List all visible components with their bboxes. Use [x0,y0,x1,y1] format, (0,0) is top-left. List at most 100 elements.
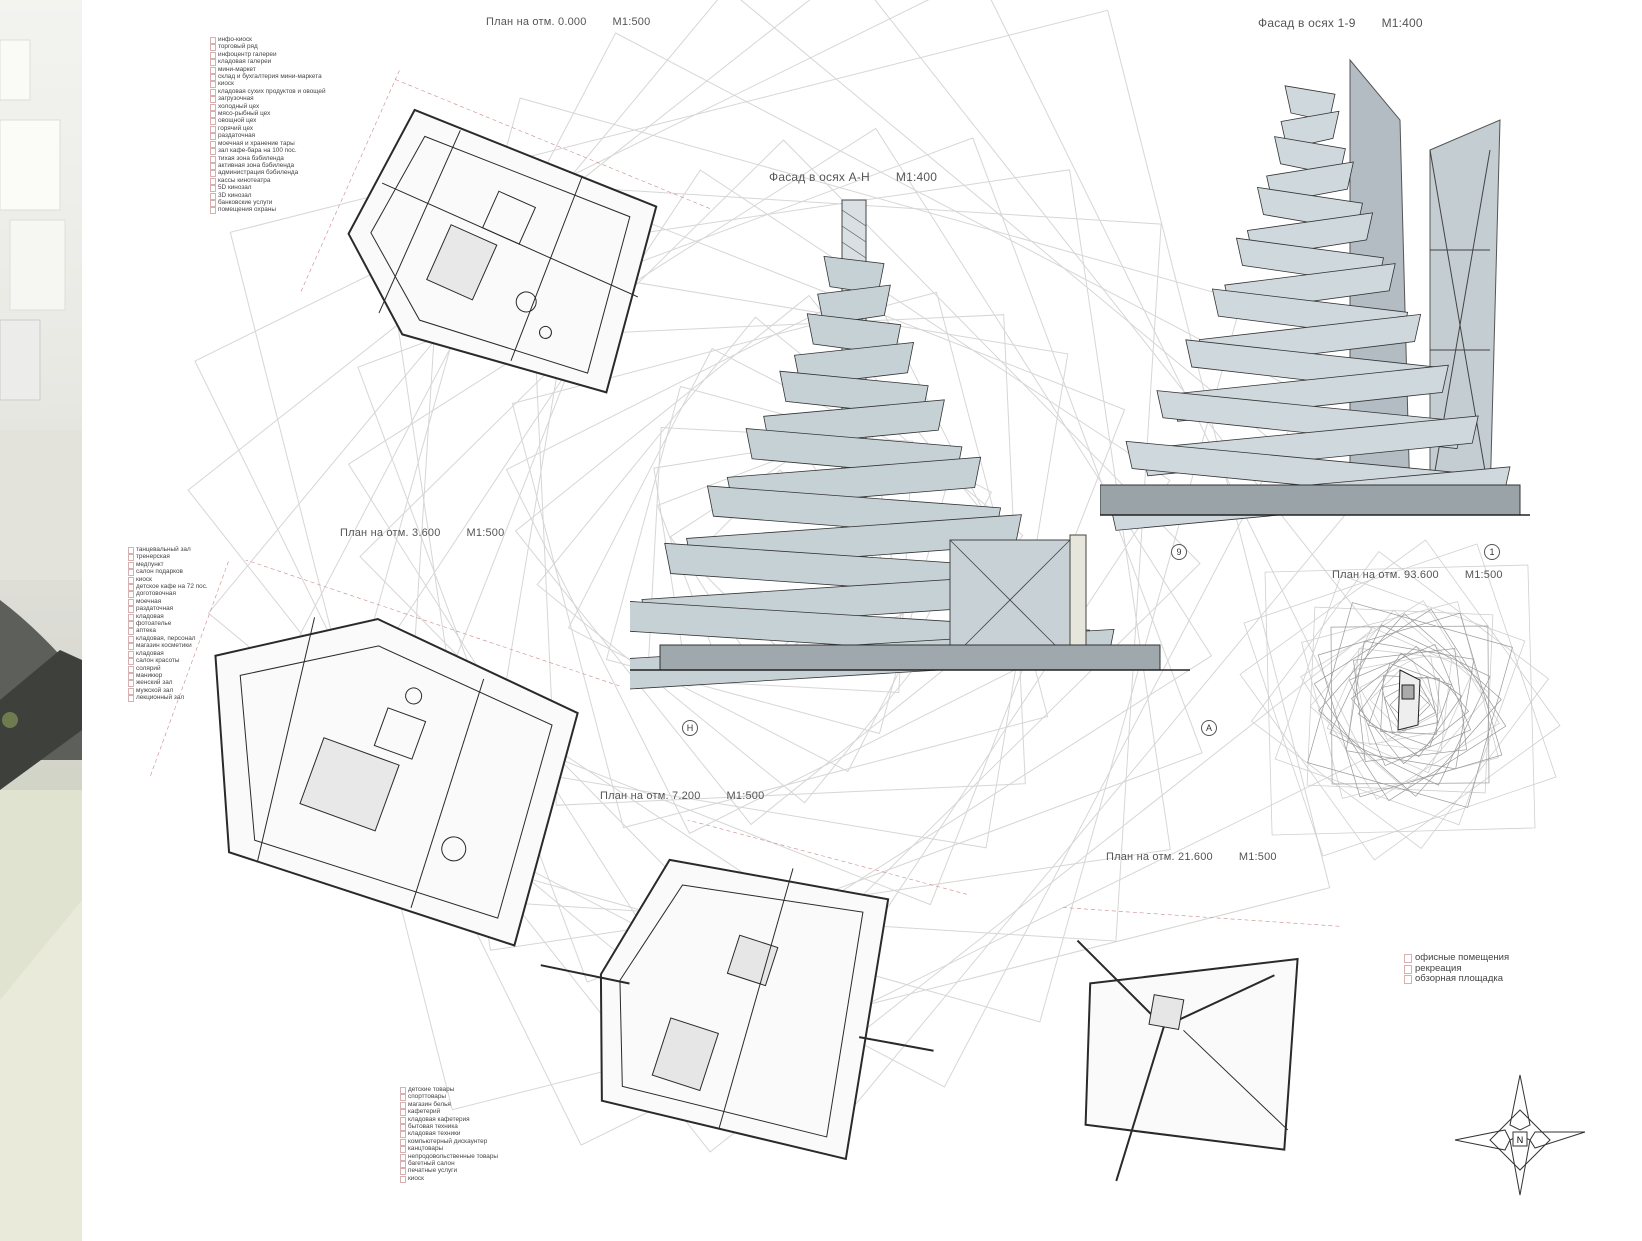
legend-item: салон подарков [128,568,208,577]
plan-3600-drawing [150,560,620,947]
legend-item: моечная [128,598,208,607]
legend-item: лекционный зал [128,694,208,703]
legend-item: склад и бухгалтерия мини-маркета [210,73,326,82]
plan-square [1368,663,1452,747]
plan-93600-drawing [1307,602,1513,808]
legend-item: горячий цех [210,125,326,134]
legend-item: кладовая техники [400,1130,498,1139]
legend-item: загрузочная [210,95,326,104]
legend-item: непродовольственные товары [400,1153,498,1162]
legend-item: офисные помещения [1404,952,1509,964]
tower-lattice-line [841,241,867,259]
legend-item: мужской зал [128,687,208,696]
plan-square [1329,624,1491,786]
axis-marker-1: 1 [1484,544,1500,560]
axis-marker-a: А [1201,720,1217,736]
plan-7200-drawing [540,820,970,1161]
legend-item: медпункт [128,561,208,570]
legend-item: фотоателье [128,620,208,629]
legend-item: 5D кинозал [210,184,326,193]
legend-item: танцевальный зал [128,546,208,555]
legend-item: кладовая сухих продуктов и овощей [210,88,326,97]
legend-item: активная зона бэбиленда [210,162,326,171]
legend-item: мини-маркет [210,66,326,75]
legend-item: киоск [128,576,208,585]
plan-square [1318,613,1502,797]
plan-square [1313,608,1507,802]
facade-1-9-drawing [1100,58,1530,531]
legend-item: тренерская [128,553,208,562]
legend-item: багетный салон [400,1160,498,1169]
tower-lattice-line [841,225,867,243]
legend-item: кладовая галереи [210,58,326,67]
legend-item: тихая зона бэбиленда [210,155,326,163]
legend-item: доготовочная [128,590,208,599]
legend-item: маникюр [128,672,208,681]
facade-spiral-band [817,284,891,325]
legend-item: компьютерный дискаунтер [400,1138,498,1147]
axis-marker-9: 9 [1171,544,1187,560]
compass-rose: N [1454,1074,1586,1196]
legend-item: кладовая [128,650,208,659]
plan-0-drawing [300,70,711,394]
plan-square [1317,612,1503,798]
legend-item: детские товары [400,1086,498,1095]
legend-item: канцтовары [400,1145,498,1154]
legend-item: раздаточная [210,132,326,141]
legend-item: торговый ряд [210,43,326,52]
axis-marker-h: Н [682,720,698,736]
legend-item: мясо-рыбный цех [210,110,326,119]
legend-item: раздаточная [128,605,208,614]
legend-item: банковские услуги [210,199,326,208]
legend-item: 3D кинозал [210,192,326,200]
legend-item: моечная и хранение тары [210,140,326,149]
plan-square [1357,652,1463,758]
legend-item: женский зал [128,679,208,688]
legend-item: спорттовары [400,1093,498,1102]
legend-item: овощной цех [210,117,326,126]
legend-item: печатные услуги [400,1167,498,1176]
legend-item: киоск [210,80,326,89]
legend-item: магазин белья [400,1101,498,1110]
render-image [0,39,82,1241]
plan-square [1353,648,1467,762]
legend-item: помещения охраны [210,206,326,215]
legend-item: рекреация [1404,963,1509,975]
plan-21600-drawing [1062,907,1340,1182]
legend-item: администрация бэбиленда [210,169,326,178]
plan-square [1350,645,1470,765]
legend-item: зал кафе-бара на 100 пос. [210,147,326,156]
legend-item: аптека [128,627,208,636]
tower-lattice-line [841,209,867,227]
plan-square [1380,675,1440,735]
legend-item: инфоцентр галереи [210,51,326,60]
legend-item: обзорная площадка [1404,973,1509,985]
legend-item: холодный цех [210,103,326,112]
legend-item: кладовая [128,613,208,622]
left-render-strip [0,0,82,1241]
legend-item: кладовая, персонал [128,635,208,644]
plan-square [1348,643,1472,767]
plan-square [1330,625,1490,785]
legend-item: солярий [128,665,208,673]
legend-item: магазин косметики [128,642,208,651]
legend-item: детское кафе на 72 пос. [128,583,208,592]
legend-item: кладовая кафетерия [400,1116,498,1125]
facade-a-h-drawing [630,199,1190,690]
legend-item: киоск [400,1175,498,1184]
plan-square [1307,602,1513,808]
legend-item: кассы кинотеатра [210,177,326,186]
legend-item: кафетерий [400,1108,498,1117]
legend-item: инфо-киоск [210,36,326,45]
